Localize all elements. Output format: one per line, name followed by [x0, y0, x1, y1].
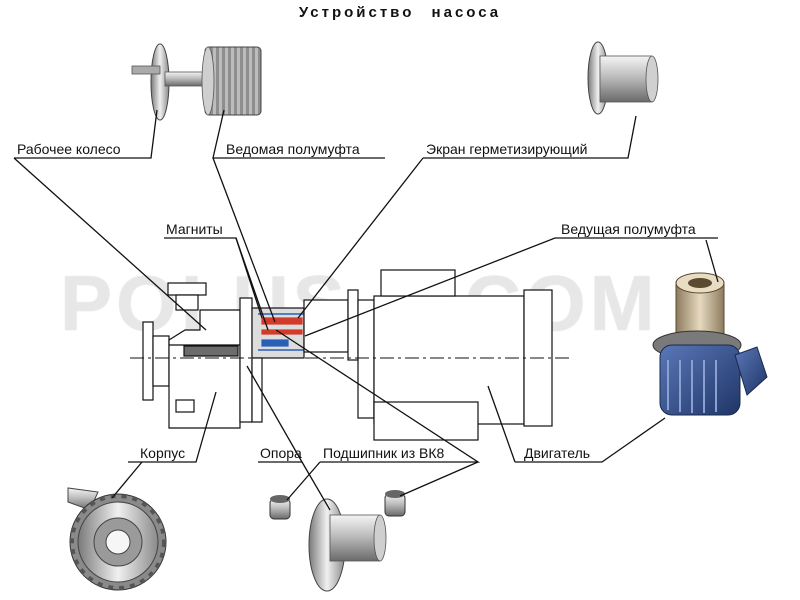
- label-driving-coupling: Ведущая полумуфта: [561, 221, 696, 237]
- label-impeller: Рабочее колесо: [17, 141, 121, 157]
- leader-bearing-right: [399, 461, 479, 497]
- leader-housing-section: [128, 391, 217, 463]
- pump-cross-section: [130, 269, 570, 441]
- leader-screen-photo: [423, 115, 637, 159]
- housing-photo: [67, 487, 167, 591]
- leader-bearing-left: [286, 461, 321, 501]
- leader-screen-section: [297, 157, 424, 319]
- leader-motor-photo: [515, 417, 666, 463]
- leader-motor-section: [487, 385, 516, 463]
- leader-driving-coupling-section: [304, 237, 718, 337]
- diagram-title: Устройство насоса: [298, 4, 502, 21]
- leader-lines: [13, 109, 719, 511]
- label-support: Опора: [260, 445, 302, 461]
- label-sealing-screen: Экран герметизирующий: [426, 141, 588, 157]
- leader-driven-coupling-section: [212, 157, 276, 323]
- support-photo: [308, 498, 387, 592]
- leader-housing-photo: [111, 461, 143, 499]
- impeller-photo: [131, 43, 262, 121]
- leader-magnets-2: [235, 237, 269, 331]
- bearing-left-photo: [269, 495, 291, 520]
- label-driven-coupling: Ведомая полумуфта: [226, 141, 360, 157]
- label-magnets: Магниты: [166, 221, 223, 237]
- bearing-right-photo: [384, 490, 406, 517]
- label-bearing: Подшипник из ВК8: [323, 445, 445, 461]
- sealing-screen-photo: [587, 41, 659, 115]
- label-motor: Двигатель: [524, 445, 591, 461]
- leader-impeller-photo: [14, 109, 158, 159]
- leader-impeller-section: [13, 157, 207, 331]
- driving-coupling-photo: [652, 272, 768, 416]
- leader-support-photo: [301, 461, 331, 511]
- label-housing: Корпус: [140, 445, 186, 461]
- leader-driving-coupling-photo: [705, 239, 719, 283]
